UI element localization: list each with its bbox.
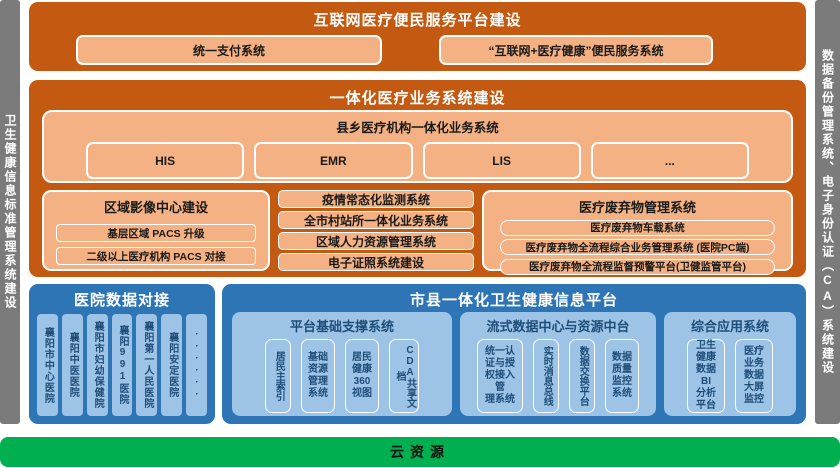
cda-shared-doc-box: CDA共享文档 [389, 339, 419, 413]
city-county-platform-panel: 市县一体化卫生健康信息平台 平台基础支撑系统 居民主索引 基础 资源 管理 系统… [222, 284, 806, 424]
basic-resource-mgmt-box: 基础 资源 管理 系统 [301, 339, 335, 413]
data-quality-monitor-box: 数据 质量 监控 系统 [605, 339, 639, 413]
waste-vehicle-box: 医疗废弃物车载系统 [500, 219, 775, 236]
epidemic-monitoring-box: 疫情常态化监测系统 [278, 190, 474, 208]
hospital-integration-panel: 医院数据对接 襄阳市中心医院 襄阳中医医院 襄阳市妇幼保健院 襄阳991医院 襄… [29, 284, 215, 424]
internet-platform-title: 互联网医疗便民服务平台建设 [313, 12, 522, 29]
lis-box: LIS [422, 142, 581, 179]
internet-platform-panel: 互联网医疗便民服务平台建设 统一支付系统 “互联网+医疗健康”便民服务系统 [29, 2, 806, 71]
data-exchange-platform-box: 数据交换平台 [569, 339, 595, 413]
county-township-panel: 县乡医疗机构一体化业务系统 HIS EMR LIS ... [42, 110, 793, 183]
cloud-resources-label: 云资源 [390, 444, 450, 460]
hospital-991: 襄阳991医院 [111, 314, 133, 416]
hospital-integration-title: 医院数据对接 [73, 292, 170, 309]
data-center-items: 统一认 证与授 权接入 管 理系统 实时消息总线 数据交换平台 数据 质量 监控… [460, 335, 656, 413]
cloud-resources-bar: 云资源 [0, 437, 840, 467]
ellipsis-box: ... [590, 142, 749, 179]
mid-bottom-row: 区域影像中心建设 基层区域 PACS 升级 二级以上医疗机构 PACS 对接 疫… [42, 190, 793, 275]
medical-waste-title: 医疗废弃物管理系统 [578, 200, 696, 215]
city-county-platform-title: 市县一体化卫生健康信息平台 [409, 292, 618, 309]
internet-health-service-box: “互联网+医疗健康”便民服务系统 [439, 35, 713, 65]
resident-master-index-box: 居民主索引 [265, 339, 291, 413]
standalone-systems-stack: 疫情常态化监测系统 全市村站所一体化业务系统 区域人力资源管理系统 电子证照系统… [278, 190, 474, 271]
his-box: HIS [86, 142, 245, 179]
hospital-anding: 襄阳安定医院 [161, 314, 183, 416]
hospital-tcm: 襄阳中医医院 [61, 314, 83, 416]
resident-health-360-box: 居民 健康 360 视图 [345, 339, 379, 413]
integrated-medical-panel: 一体化医疗业务系统建设 县乡医疗机构一体化业务系统 HIS EMR LIS ..… [29, 80, 806, 277]
platform-foundation-title: 平台基础支撑系统 [289, 319, 394, 334]
platform-groups: 平台基础支撑系统 居民主索引 基础 资源 管理 系统 居民 健康 360 视图 … [232, 312, 796, 416]
hospital-more-dots: ······ [186, 314, 208, 416]
health-bi-analysis-box: 卫生 健康 数据 BI 分析 平台 [687, 339, 725, 413]
data-center-group: 流式数据中心与资源中台 统一认 证与授 权接入 管 理系统 实时消息总线 数据交… [460, 312, 656, 416]
medical-waste-panel: 医疗废弃物管理系统 医疗废弃物车载系统 医疗废弃物全流程综合业务管理系统 (医院… [482, 190, 793, 275]
integrated-medical-title: 一体化医疗业务系统建设 [329, 90, 506, 107]
pacs-upgrade-box: 基层区域 PACS 升级 [56, 224, 256, 242]
hospital-central: 襄阳市中心医院 [37, 314, 58, 416]
pacs-connect-box: 二级以上医疗机构 PACS 对接 [56, 247, 256, 265]
hr-management-box: 区域人力资源管理系统 [278, 232, 474, 250]
village-station-box: 全市村站所一体化业务系统 [278, 211, 474, 229]
county-township-title: 县乡医疗机构一体化业务系统 [336, 121, 499, 135]
health-standards-side-bar: 卫生健康信息标准管理系统建设 [0, 0, 20, 424]
hospital-first-people: 襄阳第一人民医院 [136, 314, 158, 416]
comprehensive-apps-group: 综合应用系统 卫生 健康 数据 BI 分析 平台 医疗 业务 数据 大屏 监控 [664, 312, 796, 416]
platform-foundation-items: 居民主索引 基础 资源 管理 系统 居民 健康 360 视图 CDA共享文档 [232, 335, 452, 413]
data-center-title: 流式数据中心与资源中台 [486, 319, 630, 334]
imaging-center-panel: 区域影像中心建设 基层区域 PACS 升级 二级以上医疗机构 PACS 对接 [42, 190, 270, 271]
backup-ca-side-bar: 数据备份管理系统、电子身份认证（CA）系统建设 [815, 0, 840, 424]
comprehensive-apps-title: 综合应用系统 [690, 319, 769, 334]
realtime-message-bus-box: 实时消息总线 [533, 339, 559, 413]
hospital-columns: 襄阳市中心医院 襄阳中医医院 襄阳市妇幼保健院 襄阳991医院 襄阳第一人民医院… [37, 314, 208, 416]
waste-supervision-box: 医疗废弃物全流程监督预警平台(卫健监管平台) [500, 258, 775, 275]
e-license-box: 电子证照系统建设 [278, 253, 474, 271]
platform-foundation-group: 平台基础支撑系统 居民主索引 基础 资源 管理 系统 居民 健康 360 视图 … [232, 312, 452, 416]
hospital-maternal: 襄阳市妇幼保健院 [86, 314, 108, 416]
health-standards-label: 卫生健康信息标准管理系统建设 [3, 114, 17, 310]
medical-data-dashboard-box: 医疗 业务 数据 大屏 监控 [735, 339, 773, 413]
county-township-systems-row: HIS EMR LIS ... [44, 136, 791, 179]
auth-access-mgmt-box: 统一认 证与授 权接入 管 理系统 [477, 339, 523, 413]
comprehensive-apps-items: 卫生 健康 数据 BI 分析 平台 医疗 业务 数据 大屏 监控 [664, 335, 796, 413]
backup-ca-label: 数据备份管理系统、电子身份认证（CA）系统建设 [820, 49, 835, 375]
emr-box: EMR [254, 142, 413, 179]
unified-payment-box: 统一支付系统 [76, 35, 382, 65]
waste-management-box: 医疗废弃物全流程综合业务管理系统 (医院PC端) [500, 239, 775, 255]
imaging-center-title: 区域影像中心建设 [103, 200, 208, 215]
